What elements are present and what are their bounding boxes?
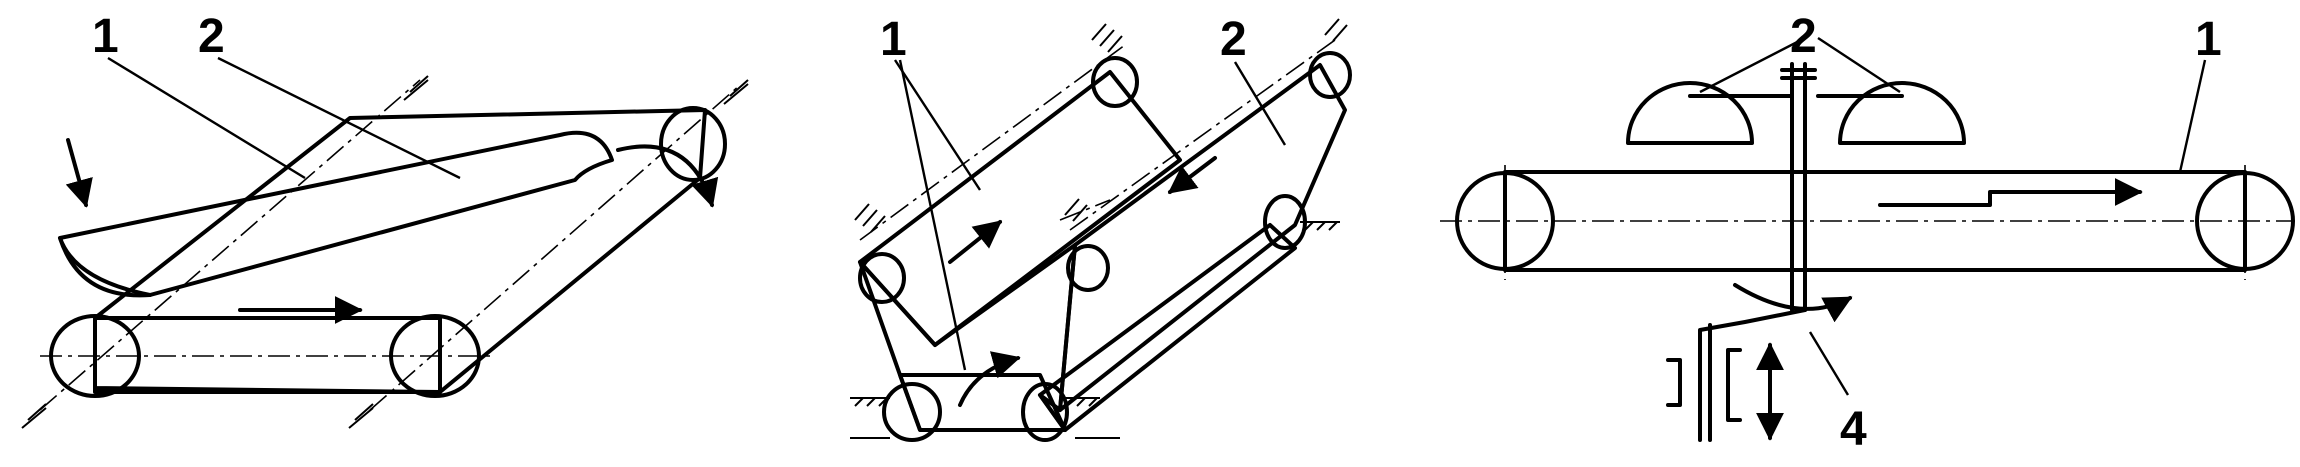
dome-left [1626, 81, 1754, 145]
belt-top-surface [93, 108, 707, 394]
fixed-support-hatch-icon [850, 18, 1348, 439]
roller-mid-left [858, 252, 906, 304]
roller-top-right [1308, 51, 1352, 99]
vertical-shaft [1790, 62, 1807, 312]
figure-v-belt: 1 2 [850, 13, 1352, 442]
arrow-icon [958, 351, 1021, 407]
roller-bottom-right [1021, 382, 1069, 442]
roller-mid-right [1066, 244, 1110, 292]
label-1: 1 [880, 13, 907, 66]
guide-bracket [1666, 348, 1742, 422]
dome-right [1838, 81, 1966, 145]
belt-left-incline [858, 70, 1182, 347]
label-1: 1 [2195, 13, 2222, 66]
arrow-icon [65, 138, 93, 208]
rotation-arrow-icon [1733, 283, 1853, 323]
material-chute [58, 130, 614, 298]
belt-lower-side [93, 316, 442, 394]
label-2: 2 [198, 10, 225, 63]
figure-horizontal-belt: 2 1 4 [1440, 10, 2295, 456]
arrow-icon [948, 220, 1003, 264]
arrow-icon [1167, 156, 1217, 194]
fixed-support-hatch-icon [21, 75, 749, 429]
label-2: 2 [1790, 10, 1817, 63]
figure-inclined-belt: 1 2 [21, 10, 749, 429]
label-4: 4 [1840, 403, 1867, 456]
rotation-arrow-icon [616, 144, 719, 208]
crank-arm [1698, 308, 1807, 442]
roller-top-left [1091, 56, 1139, 108]
arrow-icon [1878, 178, 2143, 207]
roller-bottom-left [882, 382, 942, 442]
label-1: 1 [92, 10, 119, 63]
label-2: 2 [1220, 13, 1247, 66]
